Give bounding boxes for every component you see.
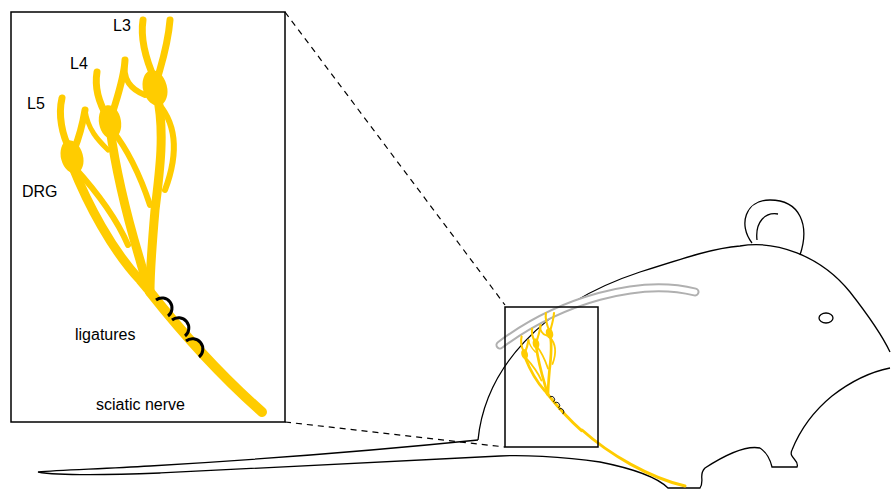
zoom-line [285, 422, 505, 447]
inset-frame [11, 12, 285, 422]
part-label: DRG [22, 184, 58, 200]
part-label: sciatic nerve [96, 397, 185, 413]
zoom-box [505, 307, 598, 447]
nerve-drawing [57, 20, 262, 412]
part-label: L4 [70, 56, 88, 72]
part-label: L3 [113, 18, 131, 34]
mouse-outline [38, 200, 890, 488]
part-label: ligatures [75, 327, 135, 343]
part-label: L5 [27, 96, 45, 112]
zoom-line [285, 12, 505, 305]
nerve-drawing-small [520, 313, 582, 431]
